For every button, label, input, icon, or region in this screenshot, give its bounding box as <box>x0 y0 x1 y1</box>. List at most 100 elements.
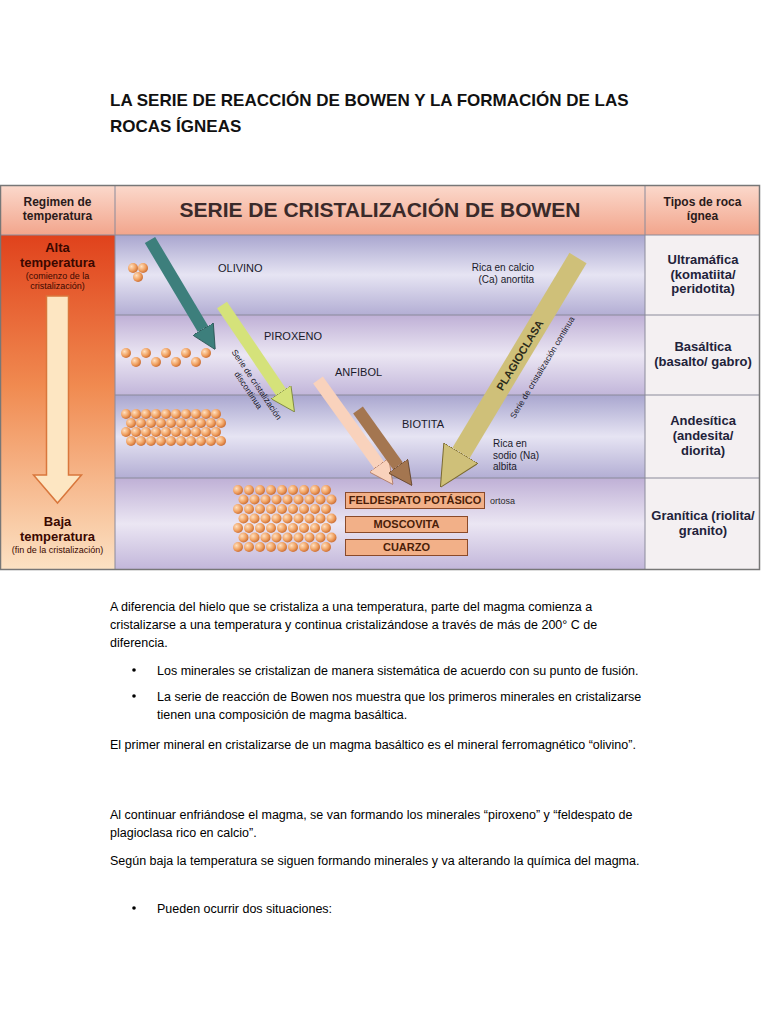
crystal-structures <box>121 263 337 552</box>
node-text: MOSCOVITA <box>374 518 440 531</box>
atom <box>310 542 320 552</box>
atom <box>310 485 320 495</box>
body-paragraph: Según baja la temperatura se siguen form… <box>110 852 645 870</box>
atom <box>250 514 260 524</box>
atom <box>133 272 143 282</box>
illustration-part <box>132 694 136 698</box>
atom <box>196 418 206 428</box>
mineral-label: BIOTITA <box>402 418 462 431</box>
illustration-part <box>645 185 646 570</box>
diagram-frame <box>1 186 760 570</box>
node-text: CUARZO <box>383 541 430 554</box>
plagioclase-arrow <box>461 258 578 453</box>
body-paragraph: El primer mineral en cristalizarse de un… <box>110 736 645 754</box>
atom <box>146 436 156 446</box>
node-text: Baja temperatura <box>7 515 108 545</box>
mineral-box: MOSCOVITA <box>345 516 468 533</box>
mineral-label: ANFIBOL <box>335 366 405 379</box>
atom <box>176 418 186 428</box>
bullet-text: Pueden ocurrir dos situaciones: <box>157 900 657 918</box>
atom <box>294 533 304 543</box>
atom <box>191 427 201 437</box>
rock-column <box>645 235 760 570</box>
atom <box>166 418 176 428</box>
atom <box>211 409 221 419</box>
atom <box>181 348 191 358</box>
atom <box>131 357 141 367</box>
node-text: FELDESPATO POTÁSICO <box>349 494 482 507</box>
node-text: Ultramáfica (komatiita/ peridotita) <box>651 253 755 298</box>
atom <box>266 542 276 552</box>
atom <box>191 357 201 367</box>
atom <box>201 409 211 419</box>
atom <box>233 504 243 514</box>
atom <box>244 523 254 533</box>
atom <box>305 533 315 543</box>
atom <box>156 436 166 446</box>
atom <box>261 533 271 543</box>
atom <box>288 485 298 495</box>
atom <box>283 533 293 543</box>
atom <box>283 495 293 505</box>
mineral-label: PIROXENO <box>264 330 344 343</box>
illustration-part <box>132 906 136 910</box>
node-text: Granítica (riolita/ granito) <box>651 509 755 539</box>
atom <box>310 504 320 514</box>
atom <box>277 542 287 552</box>
atom <box>327 533 337 543</box>
composition-label: Rica en calcio (Ca) anortita <box>470 262 534 285</box>
atom <box>161 348 171 358</box>
atom <box>266 485 276 495</box>
atom <box>131 427 141 437</box>
temperature-column <box>0 235 115 570</box>
atom <box>305 495 315 505</box>
atom <box>126 436 136 446</box>
illustration-part <box>115 315 760 316</box>
atom <box>299 485 309 495</box>
atom <box>299 542 309 552</box>
bullet-text: La serie de reacción de Bowen nos muestr… <box>157 688 647 724</box>
atom <box>151 409 161 419</box>
atom <box>196 436 206 446</box>
atom <box>233 485 243 495</box>
atom <box>277 504 287 514</box>
atom <box>151 357 161 367</box>
mineral-label: OLIVINO <box>218 262 288 275</box>
atom <box>321 504 331 514</box>
illustration-part <box>132 668 136 672</box>
atom <box>272 533 282 543</box>
atom <box>233 523 243 533</box>
illustration-part <box>115 395 760 396</box>
atom <box>255 523 265 533</box>
header-cell: Regimen de temperatura <box>2 187 113 233</box>
page-title: LA SERIE DE REACCIÓN DE BOWEN Y LA FORMA… <box>110 88 670 140</box>
atom <box>255 485 265 495</box>
atom <box>201 348 211 358</box>
atom <box>186 418 196 428</box>
temperature-label: Baja temperatura(fin de la cristalizació… <box>4 505 111 565</box>
atom <box>272 514 282 524</box>
temperature-arrow <box>34 296 82 503</box>
node-subtext: (comienzo de la cristalización) <box>7 271 108 292</box>
atom <box>239 495 249 505</box>
illustration-part <box>115 478 760 479</box>
illustration-part <box>115 185 116 570</box>
atom <box>261 495 271 505</box>
atom <box>141 427 151 437</box>
atom <box>216 436 226 446</box>
node-text: Regimen de temperatura <box>5 196 110 224</box>
atom <box>266 504 276 514</box>
atom <box>321 485 331 495</box>
atom <box>121 427 131 437</box>
biotite-arrow <box>358 410 398 466</box>
atom <box>250 495 260 505</box>
atom <box>166 436 176 446</box>
atom <box>283 514 293 524</box>
atom <box>310 523 320 533</box>
atom <box>206 436 216 446</box>
atom <box>211 427 221 437</box>
atom <box>146 418 156 428</box>
atom <box>244 485 254 495</box>
atom <box>191 409 201 419</box>
atom <box>305 514 315 524</box>
